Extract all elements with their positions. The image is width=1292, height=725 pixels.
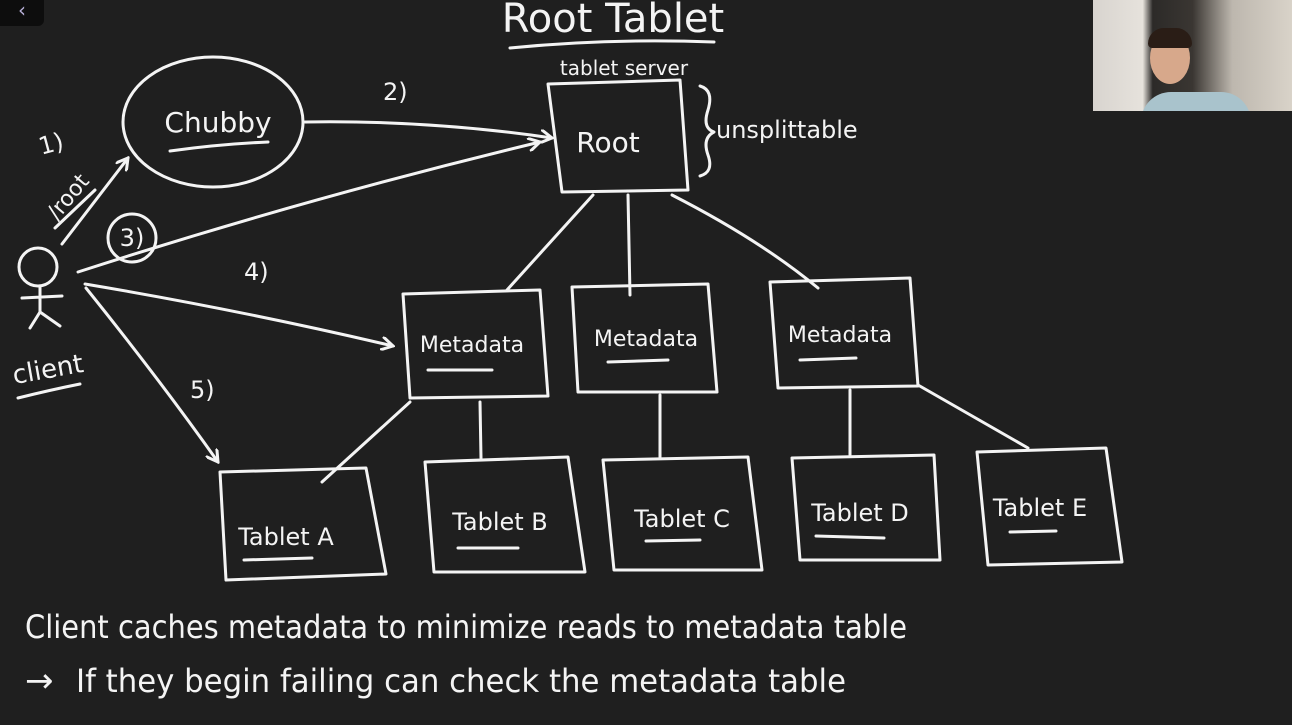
- unsplittable-label: unsplittable: [716, 116, 858, 144]
- root-label: Root: [576, 126, 639, 159]
- arrow-step-2: [303, 120, 552, 138]
- metadata-node-3: Metadata: [768, 276, 920, 390]
- step-5-label: 5): [190, 376, 215, 404]
- step-4-label: 4): [244, 258, 269, 286]
- chubby-label: Chubby: [164, 106, 271, 139]
- note-arrow-icon: →: [25, 661, 54, 701]
- arrow-step-3: [76, 142, 540, 274]
- step-3-label: 3): [120, 224, 145, 252]
- step-1-label: 1): [36, 127, 67, 160]
- tablet-server-label: tablet server: [560, 56, 689, 80]
- metadata-label: Metadata: [788, 323, 892, 348]
- title-underline: [508, 39, 716, 50]
- arrow-step-5: [84, 286, 218, 462]
- client-head: [17, 246, 59, 288]
- root-path-underline: [53, 188, 97, 230]
- step-3-circle: [106, 212, 158, 264]
- tablet-label: Tablet E: [992, 494, 1087, 522]
- tablet-label: Tablet B: [451, 508, 548, 536]
- presenter-hair: [1148, 28, 1192, 48]
- metadata-node-1: Metadata: [401, 288, 550, 400]
- tablet-b-node: Tablet B: [423, 455, 587, 574]
- metadata-label: Metadata: [594, 327, 698, 352]
- brace-icon: [698, 84, 716, 178]
- diagram-title: Root Tablet: [502, 0, 724, 42]
- metadata-to-tablet-edges: [320, 383, 1030, 484]
- presenter-body: [1141, 92, 1251, 111]
- chubby-node: [121, 55, 305, 189]
- presenter-webcam: [1093, 0, 1292, 111]
- tablet-d-node: Tablet D: [790, 453, 942, 562]
- tablet-a-node: Tablet A: [218, 466, 388, 582]
- tablet-label: Tablet D: [810, 499, 909, 527]
- note-line-2: If they begin failing can check the meta…: [76, 662, 846, 700]
- arrow-step-4: [83, 282, 393, 346]
- client-underline: [16, 382, 82, 400]
- root-box: [546, 78, 690, 194]
- back-button[interactable]: ‹: [0, 0, 44, 26]
- tablet-c-node: Tablet C: [601, 455, 764, 572]
- chubby-underline: [168, 140, 270, 153]
- tablet-label: Tablet A: [237, 523, 334, 551]
- note-line-1: Client caches metadata to minimize reads…: [25, 608, 907, 646]
- arrow-step-1: [60, 158, 128, 246]
- client-figure-icon: [20, 284, 64, 330]
- tablet-e-node: Tablet E: [975, 446, 1124, 567]
- chevron-left-icon: ‹: [18, 0, 26, 22]
- root-to-metadata-edges: [505, 193, 820, 297]
- step-2-label: 2): [383, 78, 408, 106]
- metadata-node-2: Metadata: [570, 282, 719, 394]
- metadata-label: Metadata: [420, 333, 524, 358]
- tablet-label: Tablet C: [633, 505, 730, 533]
